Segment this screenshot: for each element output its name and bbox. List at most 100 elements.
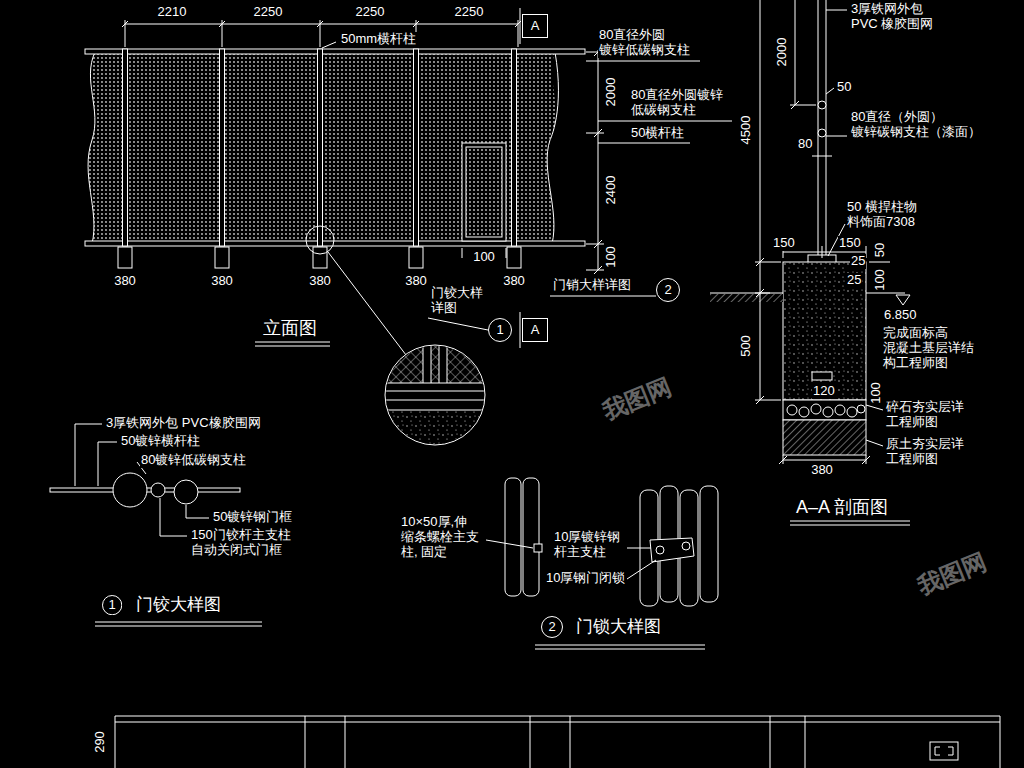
annotation-text: 10厚钢门闭锁 xyxy=(545,571,626,586)
label-text: 50镀锌钢门框 xyxy=(212,510,293,525)
label-text: 10厚镀锌钢 杆主支柱 xyxy=(553,530,625,560)
dimension-line xyxy=(125,24,518,25)
gate-frame xyxy=(462,143,506,241)
label-text: 50 横捍柱物 料饰面7308 xyxy=(846,200,924,230)
post-footing xyxy=(118,247,132,268)
dimension-line xyxy=(122,20,604,274)
annotation-text: 10厚镀锌钢 杆主支柱 xyxy=(553,530,625,560)
dimension-line xyxy=(598,50,599,270)
section-post xyxy=(818,0,826,260)
leader-line xyxy=(826,10,847,11)
title-underline xyxy=(790,525,910,526)
dimension-text: 380 xyxy=(810,463,834,478)
annotation-text: A–A 剖面图 xyxy=(795,497,889,518)
dimension-text: 380 xyxy=(308,274,332,289)
dimension-text: 50 xyxy=(873,242,888,258)
dimension-line xyxy=(506,248,507,258)
hinge-detail xyxy=(151,483,165,497)
annotation-text: 50 横捍柱物 料饰面7308 xyxy=(846,200,924,230)
watermark: 我图网 xyxy=(598,372,677,425)
concrete-footing xyxy=(783,400,866,420)
partial-drawing xyxy=(1000,716,1001,768)
dimension-line xyxy=(756,258,764,266)
leader-line xyxy=(160,498,187,536)
concrete-footing xyxy=(857,405,865,413)
fence-mesh xyxy=(547,52,558,244)
magnifier-detail xyxy=(380,410,490,450)
ground-line xyxy=(896,295,910,305)
label-text: 立面图 xyxy=(262,318,318,339)
magnifier-detail xyxy=(328,252,406,355)
dimension-line xyxy=(586,270,604,271)
title-underline xyxy=(255,342,330,343)
magnifier-detail xyxy=(306,226,334,254)
lock-detail xyxy=(700,486,718,602)
label-text: 150 xyxy=(838,236,862,251)
hinge-detail xyxy=(174,480,198,504)
label-text: 100 xyxy=(873,268,888,292)
post-footing xyxy=(313,247,327,268)
dimension-line xyxy=(755,400,781,401)
concrete-footing xyxy=(835,405,845,415)
annotation-text: 120 xyxy=(812,384,836,399)
concrete-footing xyxy=(783,262,866,400)
callout-number: 1 xyxy=(102,595,122,615)
concrete-footing xyxy=(847,407,857,417)
annotation-text: 3厚铁网外包 PVC 橡胶围网 xyxy=(850,2,940,32)
partial-drawing xyxy=(115,722,1000,723)
dimension-line xyxy=(594,129,602,137)
dimension-text: 380 xyxy=(502,274,526,289)
section-post xyxy=(808,0,836,265)
lock-detail xyxy=(680,490,698,606)
dimension-text: 380 xyxy=(113,274,137,289)
annotation-text: 80镀锌低碳钢支柱 xyxy=(140,453,247,468)
dimension-text: 2250 xyxy=(454,5,485,20)
hinge-detail xyxy=(50,473,240,507)
concrete-footing xyxy=(783,420,866,455)
leader-line xyxy=(627,548,651,549)
dimension-text: 4500 xyxy=(739,115,754,146)
ground-line xyxy=(710,293,783,294)
annotation-text: 50横杆柱 xyxy=(630,126,685,141)
hinge-detail xyxy=(113,473,147,507)
title-underline xyxy=(535,649,705,650)
leader-line xyxy=(586,61,700,62)
fence-post xyxy=(123,49,517,246)
callout-number: 2 xyxy=(541,616,563,638)
label-text: 100 xyxy=(472,250,496,265)
lock-detail xyxy=(505,478,718,606)
dimension-line xyxy=(862,456,870,464)
label-text: 100 xyxy=(869,381,884,405)
dimension-line xyxy=(756,396,764,404)
annotation-text: 80直径外圆 镀锌低碳钢支柱 xyxy=(598,28,698,58)
dimension-text: 100 xyxy=(472,250,496,265)
leader-line xyxy=(75,424,209,536)
label-text: 80直径（外圆） 镀锌碳钢支柱（漆面） xyxy=(850,110,990,140)
fence-mesh xyxy=(88,52,95,244)
annotation-text: 立面图 xyxy=(262,318,318,339)
label-text: 150 xyxy=(772,236,796,251)
label-text: 碎石夯实层详 工程师图 xyxy=(885,400,969,430)
annotation-text: 150 xyxy=(772,236,796,251)
dimension-line xyxy=(760,0,761,400)
label-text: 80直径外圆 镀锌低碳钢支柱 xyxy=(598,28,698,58)
dimension-line xyxy=(219,21,225,27)
dimension-line xyxy=(594,266,602,274)
label-text: 380 xyxy=(810,463,834,478)
annotation-text: 门铰大样 详图 xyxy=(430,286,488,316)
partial-drawing xyxy=(115,716,1000,717)
concrete-footing xyxy=(787,405,797,415)
label-text: 50 xyxy=(836,80,852,95)
node-text: 1 xyxy=(496,323,503,337)
label-text: 完成面标高 混凝土基层详结 构工程师图 xyxy=(882,326,978,371)
concrete-footing xyxy=(799,407,809,417)
title-underline xyxy=(790,521,910,522)
leader-line xyxy=(627,560,656,579)
dimension-text: 2250 xyxy=(355,5,386,20)
callout-circle xyxy=(489,319,512,342)
annotation-text: 门锁大样图 xyxy=(575,617,662,637)
dimension-line xyxy=(462,248,463,258)
leader-line xyxy=(186,505,209,518)
label-text: A–A 剖面图 xyxy=(795,497,889,518)
